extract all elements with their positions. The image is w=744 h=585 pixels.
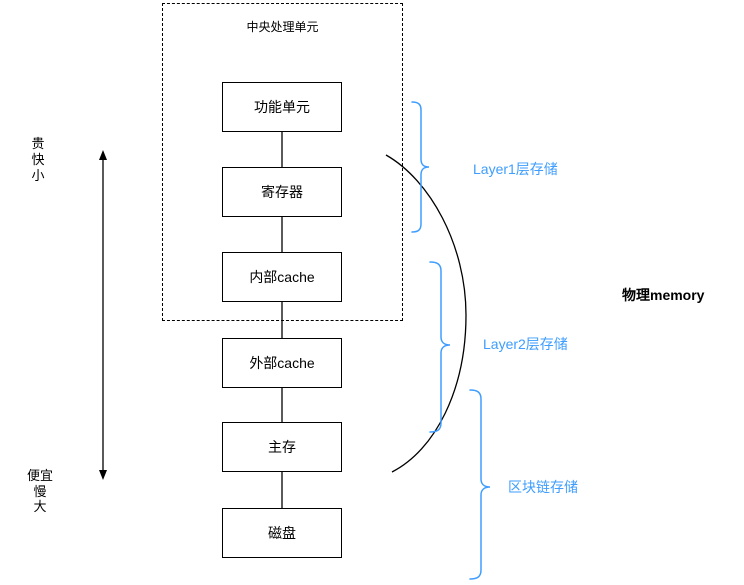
scale-cheap-label: 便宜: [26, 468, 53, 483]
scale-top-labels: 贵 快 小: [16, 136, 60, 184]
node-functional-unit: 功能单元: [222, 82, 342, 132]
node-main-memory: 主存: [222, 422, 342, 472]
bypass-arc: [385, 154, 467, 473]
layer1-brace: [411, 101, 430, 233]
cpu-container: [162, 3, 403, 321]
scale-small-label: 小: [31, 168, 45, 183]
node-external-cache: 外部cache: [222, 338, 342, 388]
node-register: 寄存器: [222, 167, 342, 217]
node-disk: 磁盘: [222, 508, 342, 558]
arrow-up-head-icon: [99, 150, 107, 160]
scale-large-label: 大: [33, 499, 47, 514]
scale-fast-label: 快: [31, 152, 45, 167]
physical-memory-note: 物理memory: [622, 287, 705, 303]
layer1-storage-label: Layer1层存储: [473, 161, 558, 177]
blockchain-storage-label: 区块链存储: [508, 479, 578, 495]
arrow-down-head-icon: [99, 470, 107, 480]
cpu-title: 中央处理单元: [246, 20, 319, 34]
scale-bottom-labels: 便宜 慢 大: [18, 468, 62, 515]
layer2-brace: [429, 261, 451, 433]
scale-expensive-label: 贵: [31, 136, 45, 151]
node-internal-cache: 内部cache: [222, 252, 342, 302]
layer2-storage-label: Layer2层存储: [483, 336, 568, 352]
scale-slow-label: 慢: [33, 483, 47, 499]
blockchain-brace: [469, 389, 491, 580]
